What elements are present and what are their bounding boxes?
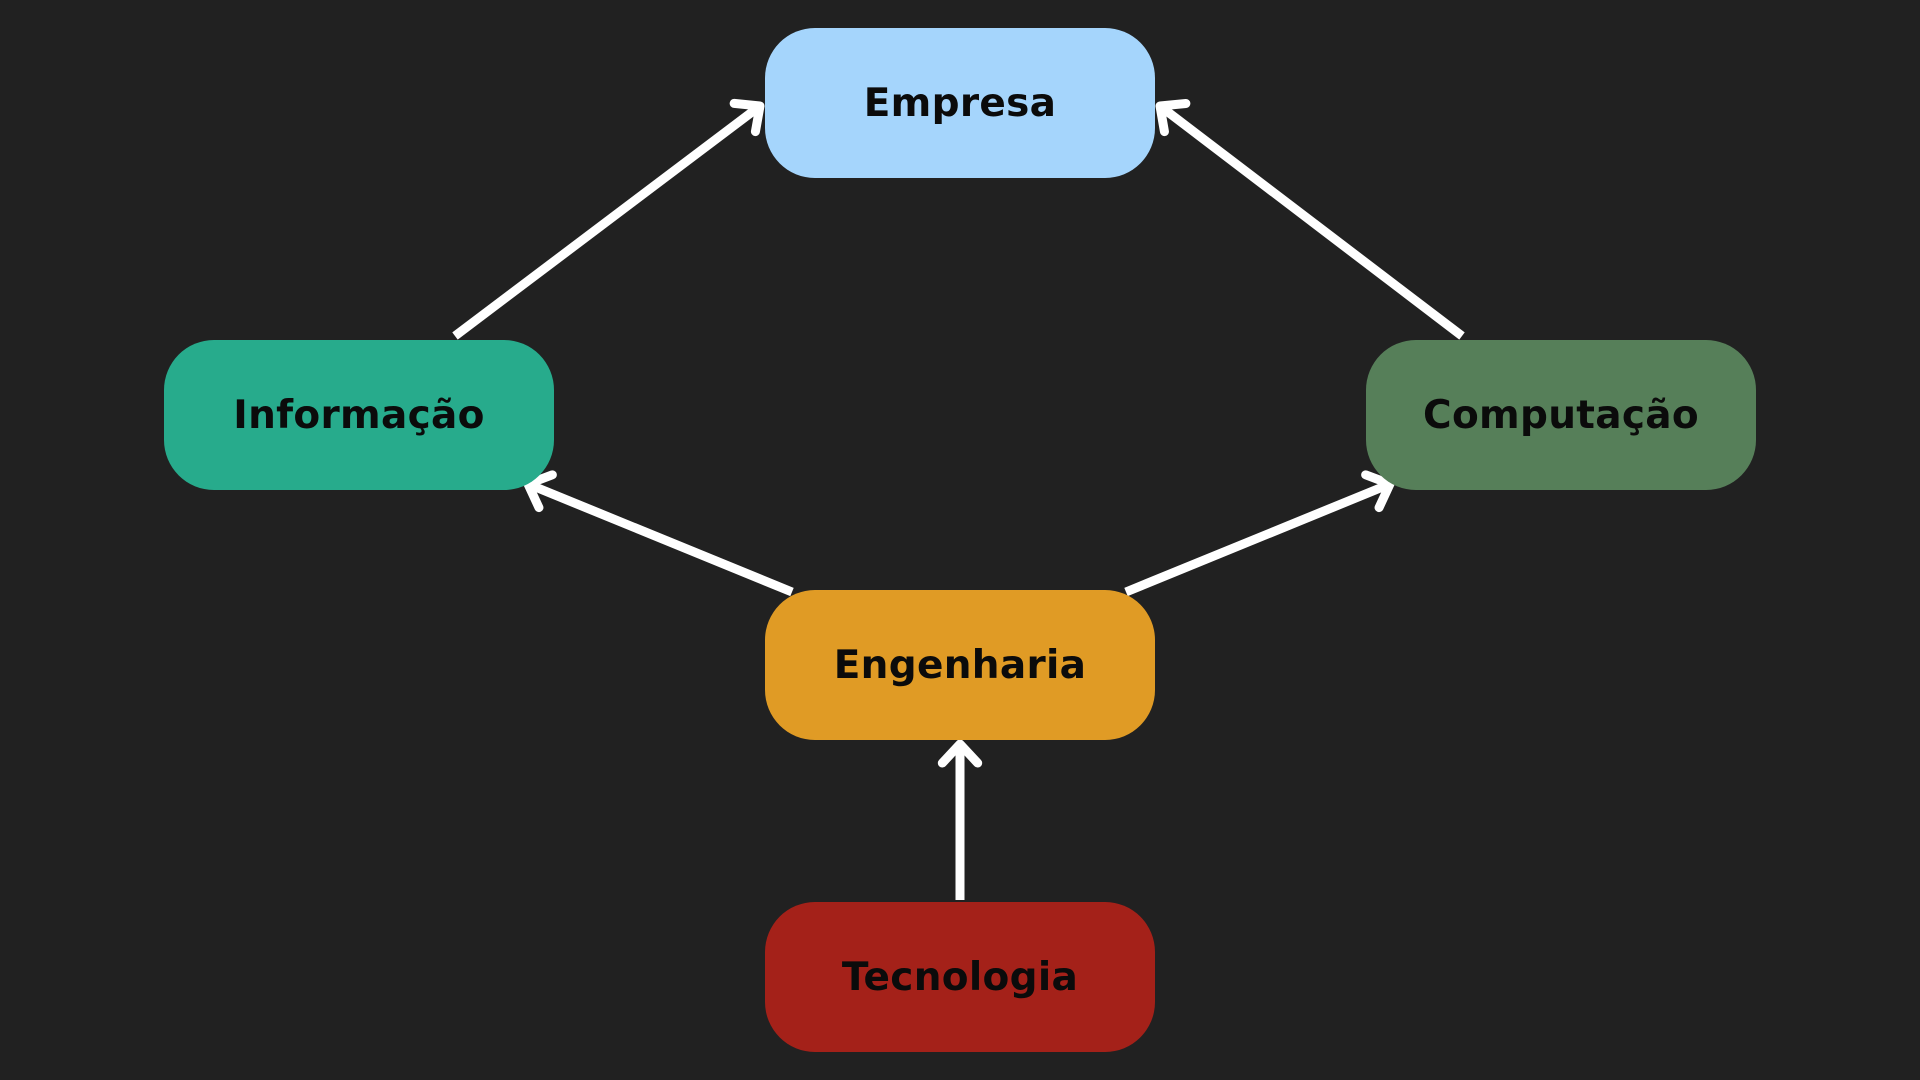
arrow-informacao-to-empresa <box>452 98 765 340</box>
node-engenharia-label: Engenharia <box>833 642 1087 688</box>
arrow-shaft <box>1157 102 1465 340</box>
arrow-engenharia-to-informacao <box>523 470 794 597</box>
arrow-head-icon <box>729 98 765 137</box>
arrow-head-icon <box>1155 98 1191 137</box>
arrow-tecnologia-to-engenharia <box>937 739 983 900</box>
arrow-shaft <box>452 102 763 340</box>
node-engenharia: Engenharia <box>765 590 1155 740</box>
node-informacao-label: Informação <box>233 392 485 438</box>
arrow-head-icon <box>937 739 983 768</box>
arrow-computacao-to-empresa <box>1155 98 1465 340</box>
node-informacao: Informação <box>164 340 554 490</box>
arrow-engenharia-to-computacao <box>1124 470 1395 597</box>
node-empresa: Empresa <box>765 28 1155 178</box>
arrow-head-icon <box>523 470 557 513</box>
arrow-head-icon <box>1361 470 1395 513</box>
node-computacao: Computação <box>1366 340 1756 490</box>
node-tecnologia: Tecnologia <box>765 902 1155 1052</box>
node-empresa-label: Empresa <box>863 80 1057 126</box>
arrow-shaft <box>1124 479 1392 597</box>
arrow-shaft <box>526 479 794 597</box>
node-tecnologia-label: Tecnologia <box>841 954 1079 1000</box>
node-computacao-label: Computação <box>1423 392 1699 438</box>
